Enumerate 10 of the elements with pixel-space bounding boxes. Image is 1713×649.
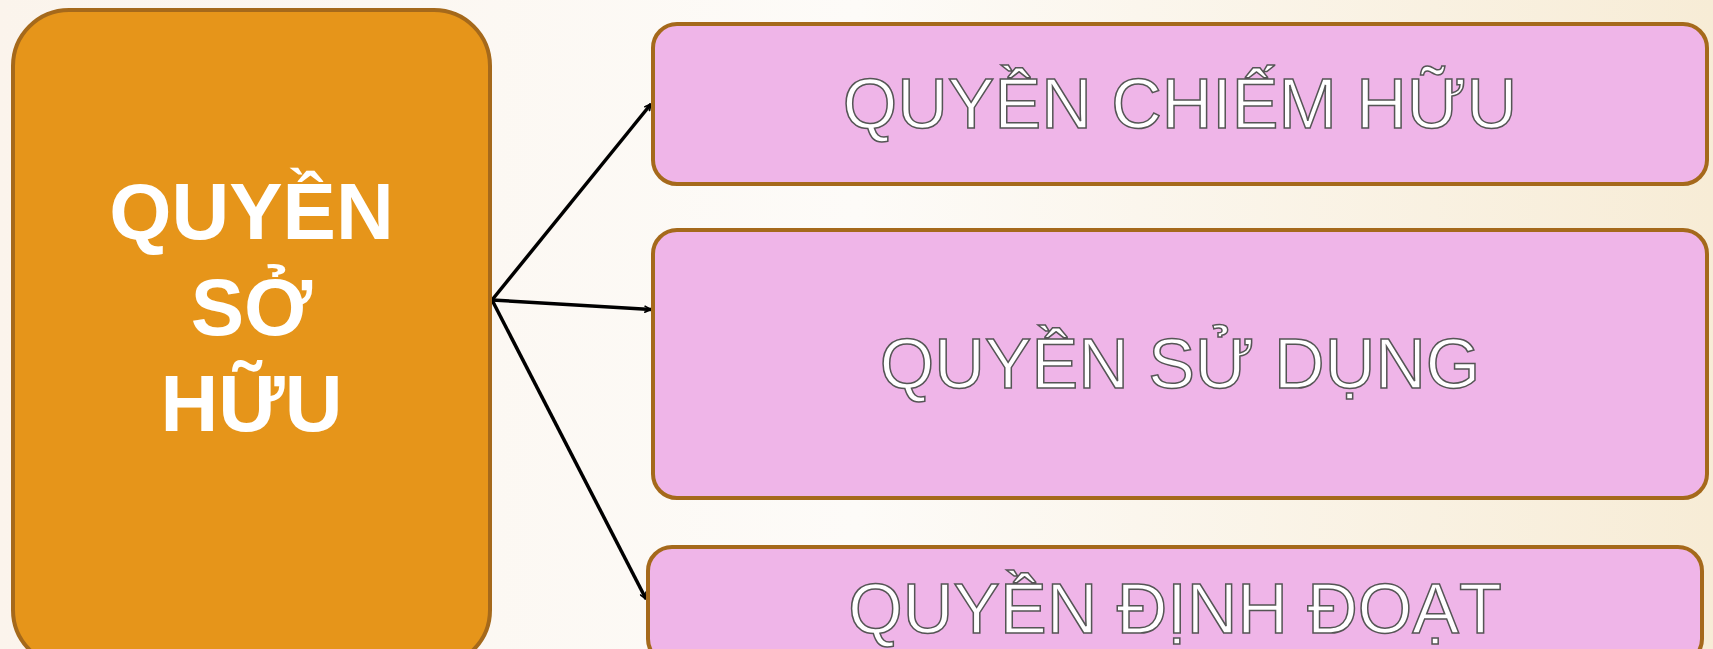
box-label: QUYỀN SỞ HỮU	[108, 166, 395, 450]
box-label: QUYỀN ĐỊNH ĐOẠT	[848, 569, 1502, 649]
arrow	[491, 298, 652, 314]
box-label: QUYỀN CHIẾM HỮU	[842, 64, 1518, 145]
subconcept-box	[651, 228, 1709, 500]
subconcept-box	[646, 545, 1704, 649]
subconcept-box	[651, 22, 1709, 186]
box-label: QUYỀN SỬ DỤNG	[879, 323, 1481, 405]
arrow	[490, 299, 648, 600]
main-concept-box	[11, 8, 492, 649]
